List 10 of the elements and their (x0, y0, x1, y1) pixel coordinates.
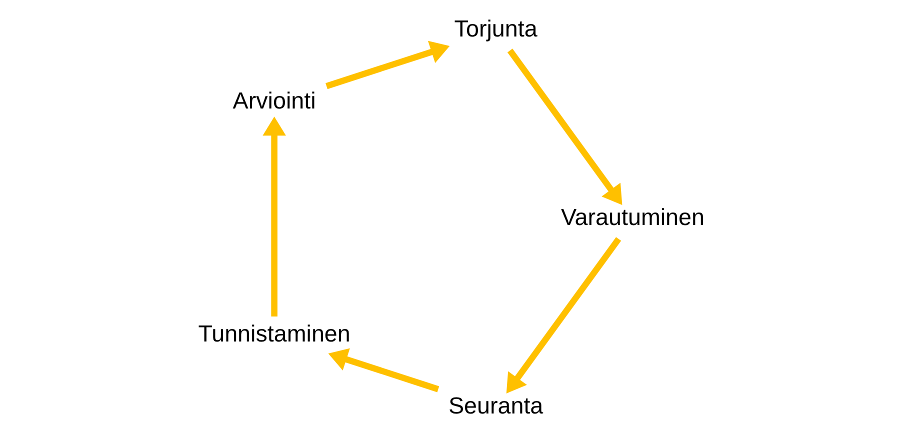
arrow (328, 348, 439, 392)
arrow (506, 237, 621, 394)
node-text: Torjunta (454, 16, 537, 42)
arrow (325, 40, 450, 90)
node-text: Arviointi (232, 88, 316, 114)
node-text: Varautuminen (560, 204, 704, 230)
node-text: Tunnistaminen (198, 320, 350, 347)
arrow (506, 48, 622, 206)
node-text: Seuranta (448, 392, 543, 419)
arrow (262, 116, 286, 316)
